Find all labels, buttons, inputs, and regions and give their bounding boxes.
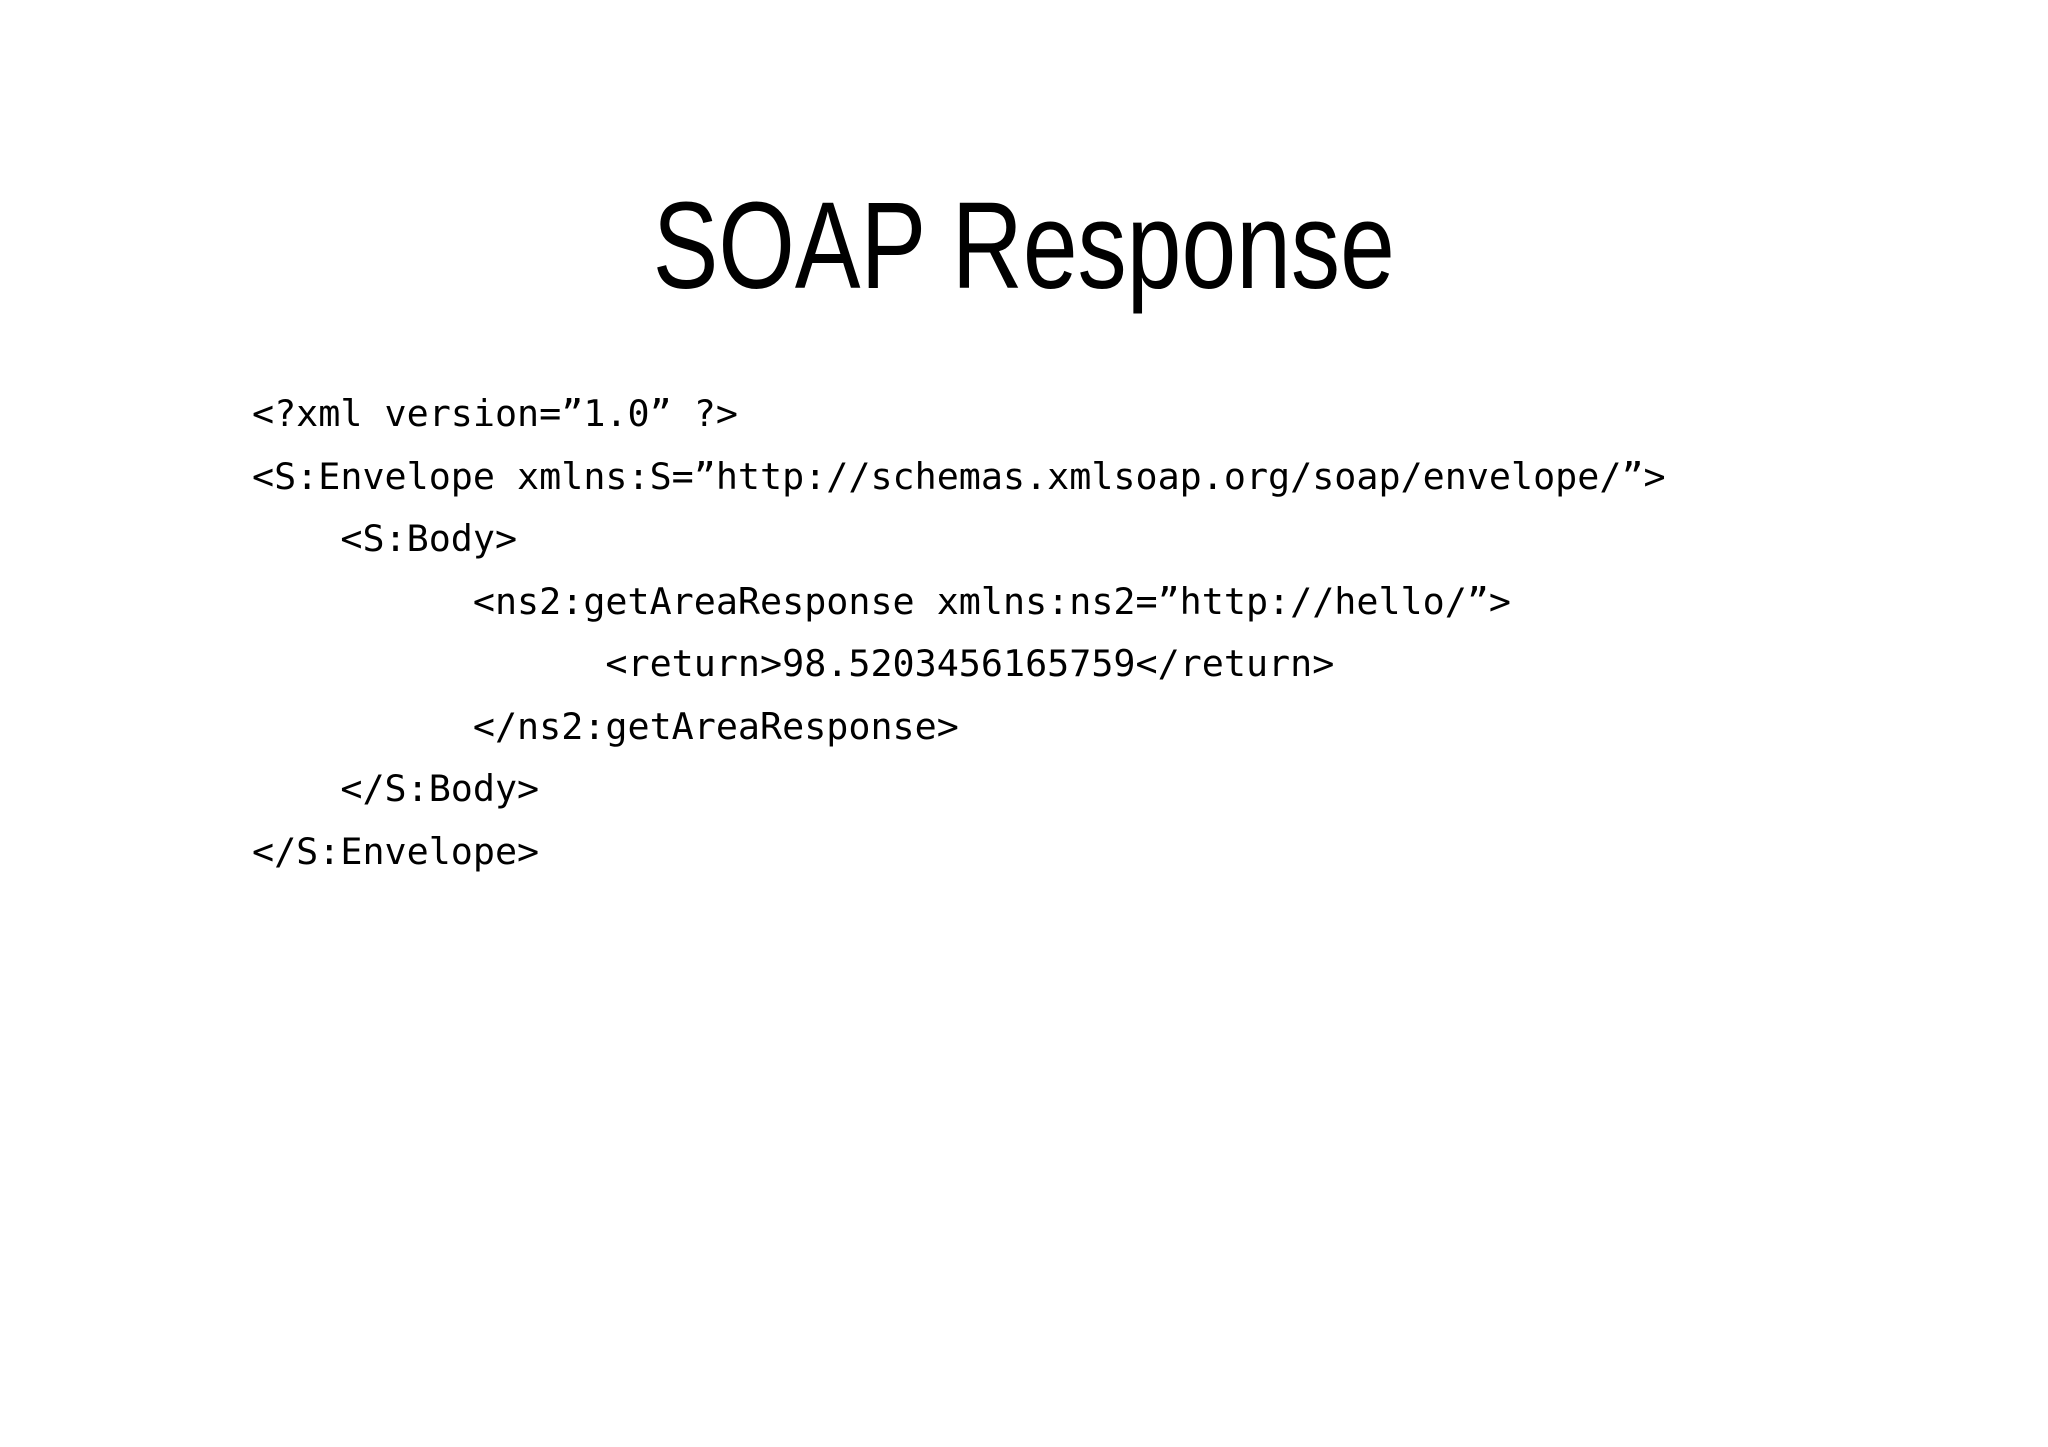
page-title: SOAP Response xyxy=(0,176,2048,317)
code-line: </ns2:getAreaResponse> xyxy=(252,704,959,748)
page-title-text: SOAP Response xyxy=(652,178,1396,315)
xml-code-block: <?xml version=”1.0” ?> <S:Envelope xmlns… xyxy=(252,383,1666,883)
code-line: <S:Body> xyxy=(252,517,518,560)
code-line: </S:Envelope> xyxy=(252,829,540,873)
code-line: <?xml version=”1.0” ?> xyxy=(252,392,738,435)
code-line: </S:Body> xyxy=(252,767,540,810)
code-line: <return>98.5203456165759</return> xyxy=(252,642,1335,685)
code-line: <ns2:getAreaResponse xmlns:ns2=”http://h… xyxy=(252,579,1512,623)
code-line: <S:Envelope xmlns:S=”http://schemas.xmls… xyxy=(252,454,1666,498)
